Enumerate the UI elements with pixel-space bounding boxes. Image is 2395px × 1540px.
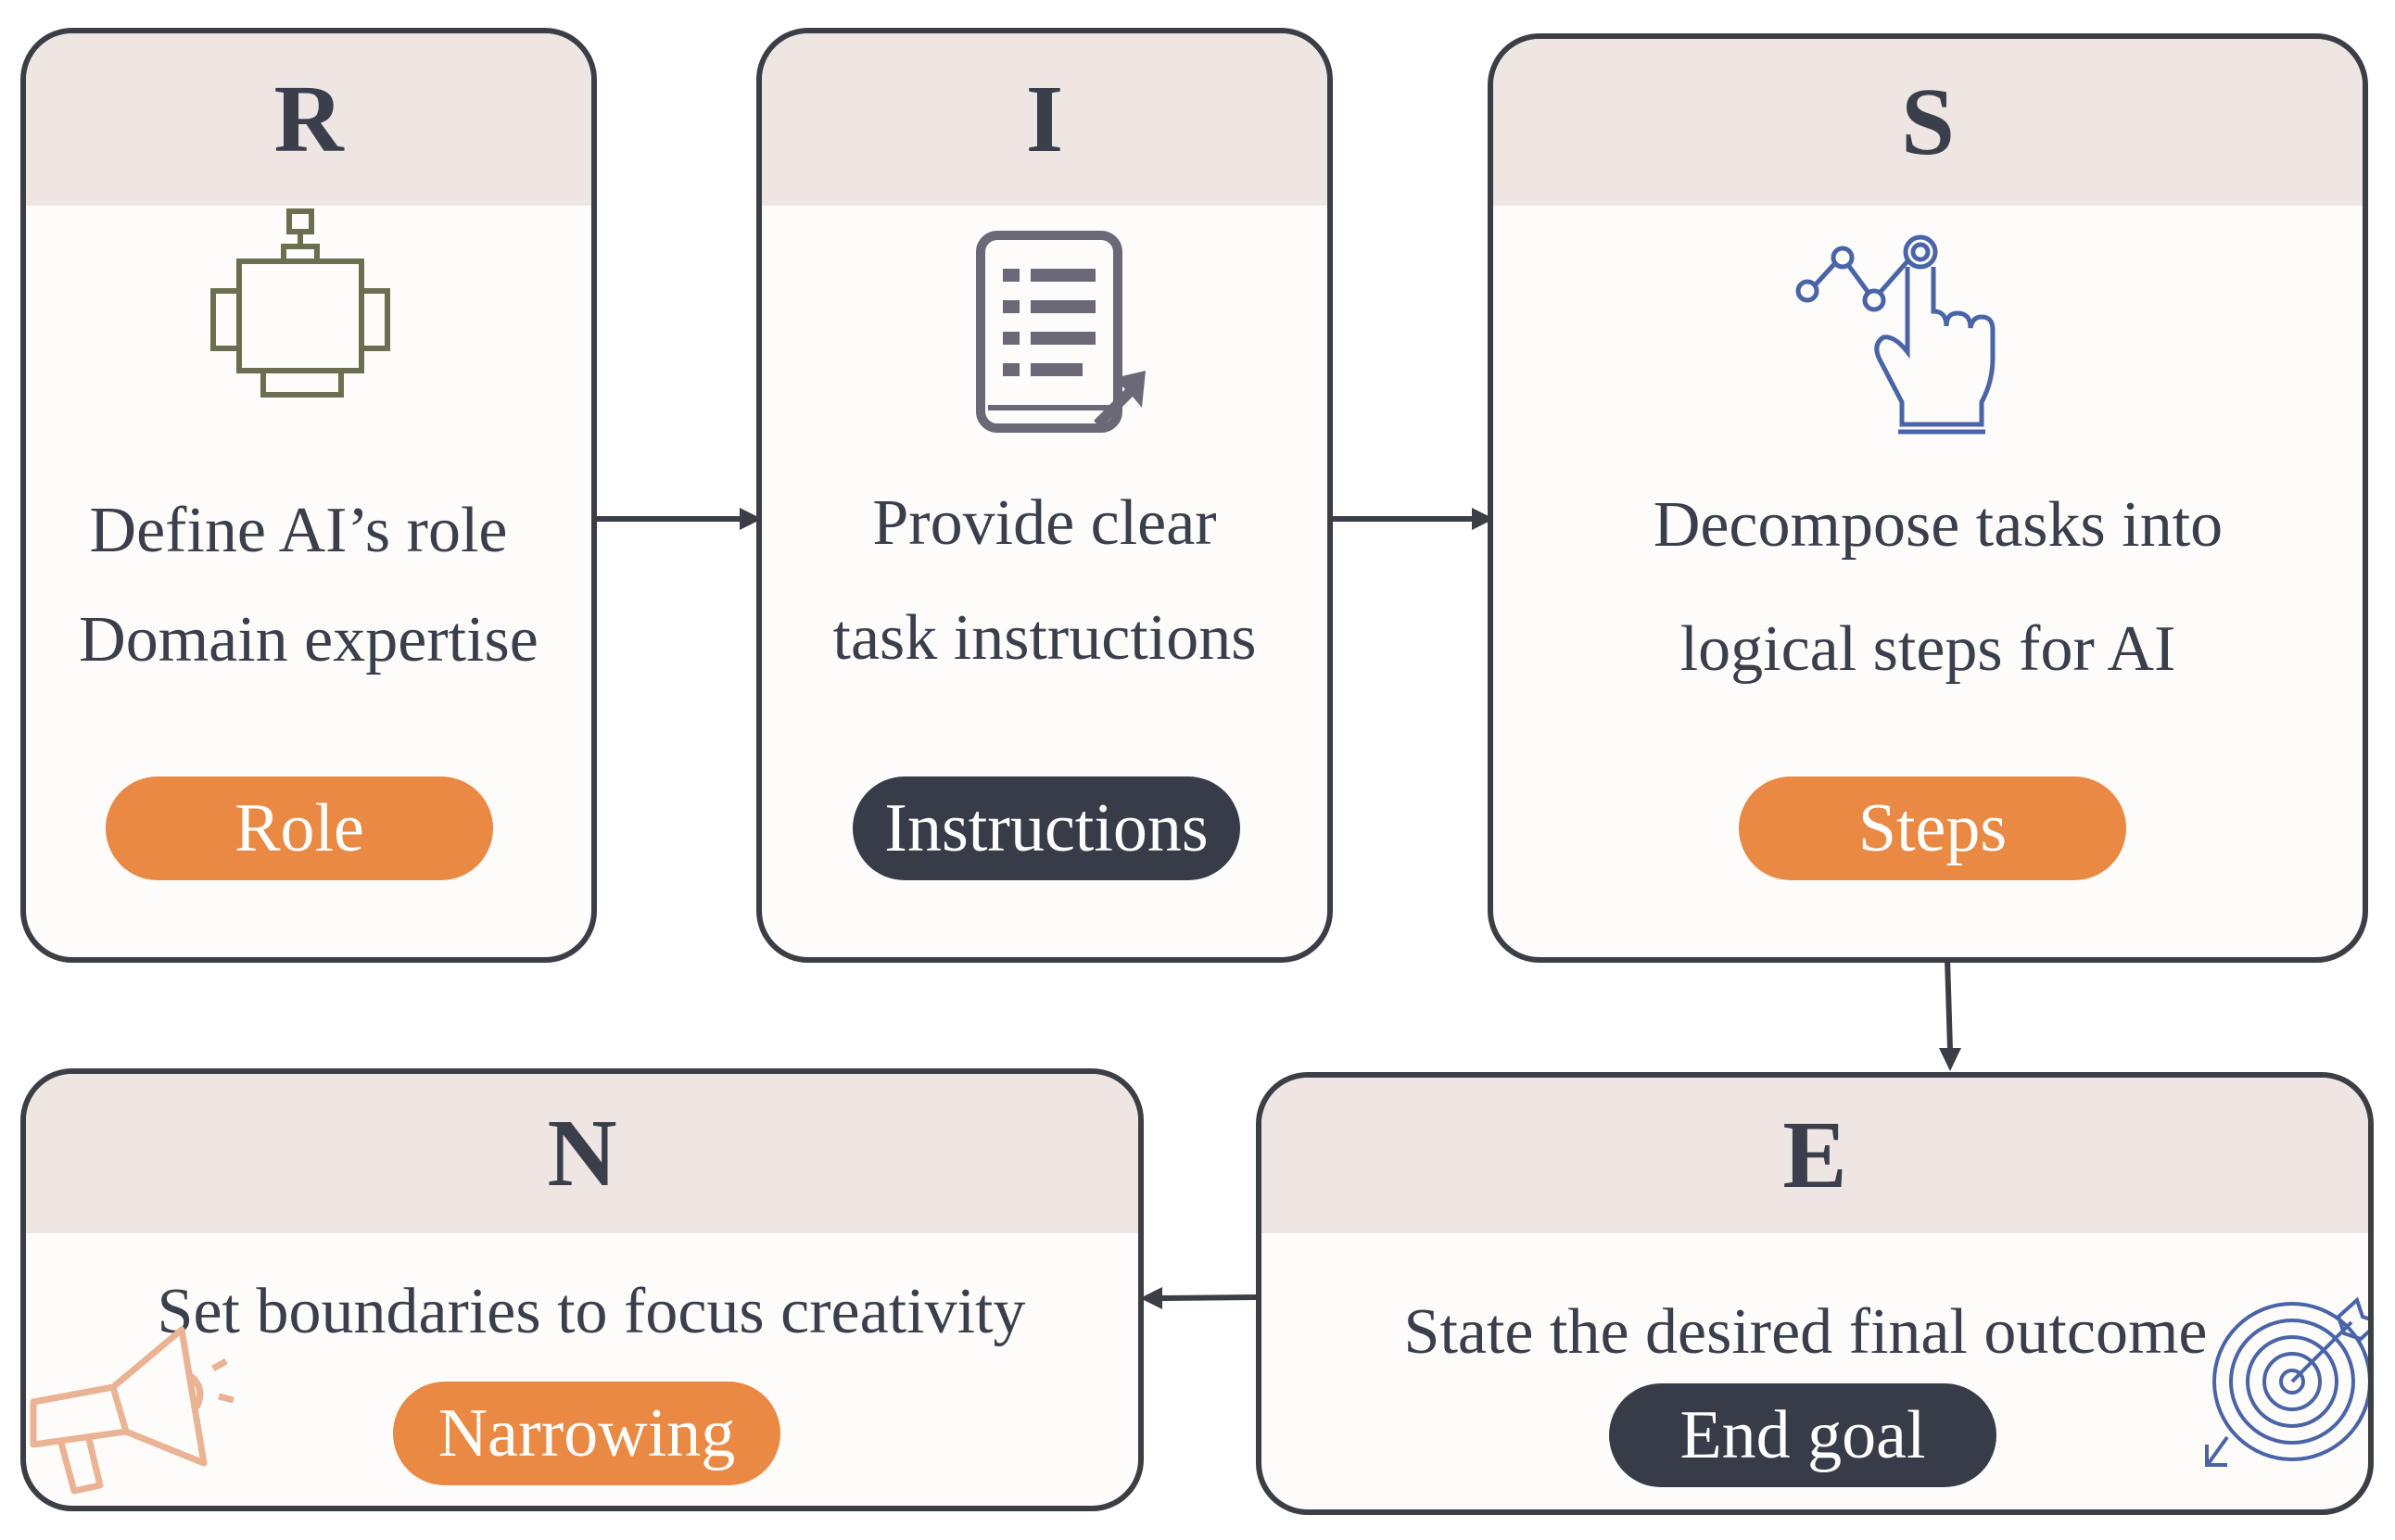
arrow-s-to-e [1939,957,1961,1071]
card-description-line1: Provide clear [872,487,1217,559]
card-letter: E [1782,1102,1847,1208]
tag-narrowing: Narrowing [393,1382,780,1485]
card-description-line1: Decompose tasks into [1653,489,2224,561]
megaphone-icon [30,1326,234,1495]
card-instructions: I Provide clear task instructions Instru… [756,28,1333,963]
checklist-icon [976,231,1146,433]
card-header: I [762,33,1327,206]
card-header: E [1261,1078,2368,1233]
tag-role: Role [106,776,493,880]
arrow-i-to-s [1331,508,1494,530]
card-letter: S [1901,69,1955,175]
card-description-line1: State the desired final outcome [1403,1296,2208,1368]
card-description-line1: Define AI’s role [89,495,508,566]
card-description-line1: Set boundaries to focus creativity [157,1276,1026,1347]
card-letter: N [547,1100,617,1206]
card-end-goal: E State the desired final outcome End go… [1256,1072,2374,1515]
card-role: R Define AI’s role Domain expertise Role [20,28,597,963]
card-header: N [26,1074,1138,1233]
tap-steps-icon [1795,234,1996,435]
tag-steps: Steps [1739,776,2126,880]
card-letter: R [273,66,344,172]
card-letter: I [1025,66,1064,172]
tag-end-goal: End goal [1609,1383,1996,1487]
card-narrowing: N Set boundaries to focus creativity Nar… [20,1068,1144,1511]
target-icon [2205,1296,2368,1467]
arrow-r-to-i [597,508,762,530]
robot-icon [210,208,390,398]
card-steps: S Decompose tasks into logical steps for… [1488,33,2368,963]
arrow-e-to-n [1140,1287,1257,1309]
card-description-line2: logical steps for AI [1679,613,2176,685]
tag-instructions: Instructions [853,776,1240,880]
card-description-line2: task instructions [832,602,1257,674]
card-header: S [1493,39,2363,206]
card-description-line2: Domain expertise [79,604,539,675]
card-header: R [26,33,591,206]
